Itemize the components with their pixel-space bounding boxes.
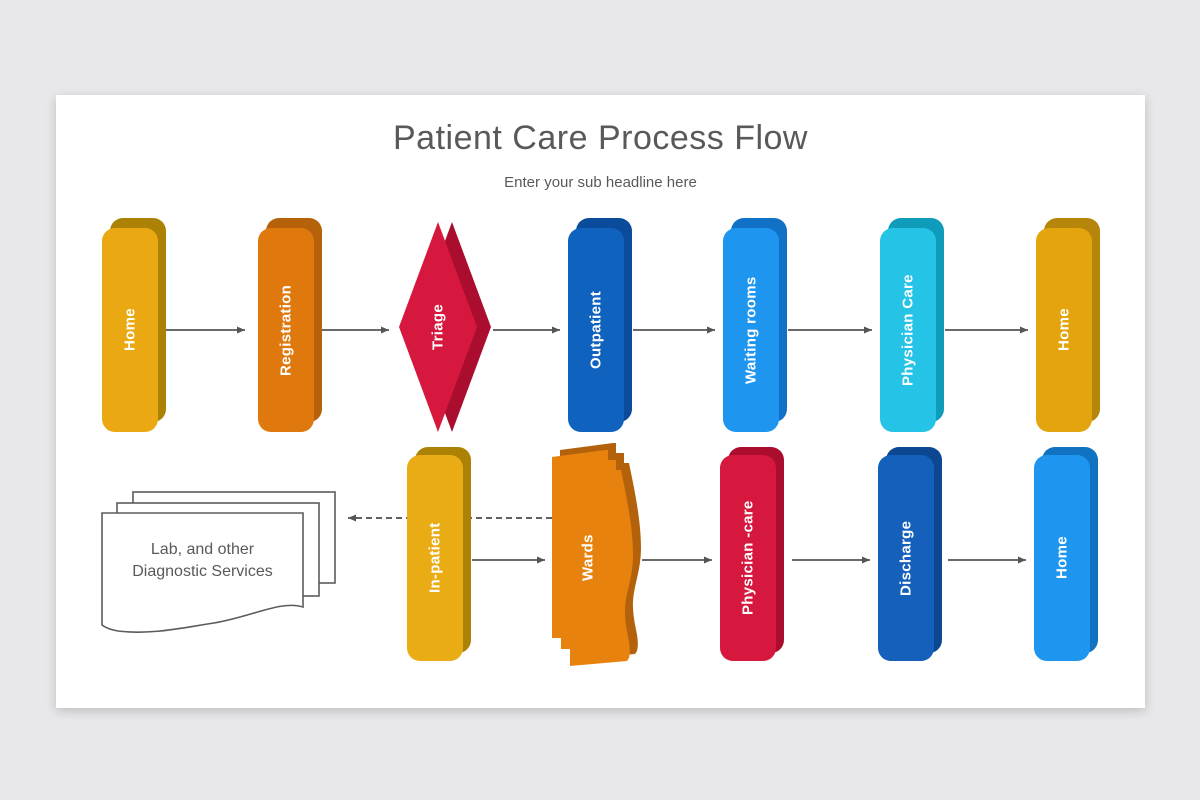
flow-arrows [165,326,1028,564]
wards-shape-front [552,450,633,666]
bar-front [1036,228,1092,432]
multidocument-shape [101,491,336,633]
triage-diamond-front [399,222,477,432]
node-label: Outpatient [587,291,605,369]
slide: Patient Care Process Flow Enter your sub… [56,95,1145,708]
node-home-start: Home [102,218,166,432]
wards-shape [552,443,641,666]
node-label: Wards [579,534,597,582]
bar-front [880,228,936,432]
node-physician-care-top: Physician Care [880,218,944,432]
diagram-layer [101,222,1028,666]
bar-front [723,228,779,432]
node-home-top-end: Home [1036,218,1100,432]
node-label: Home [1055,308,1073,352]
node-label: Triage [429,304,447,350]
page-subtitle: Enter your sub headline here [504,174,697,191]
page-title: Patient Care Process Flow [393,119,808,157]
bar-front [102,228,158,432]
bar-front [568,228,624,432]
document-text-line2: Diagnostic Services [132,563,273,580]
node-triage: Triage [399,222,477,432]
node-registration: Registration [258,218,322,432]
node-label: Waiting rooms [742,276,760,384]
node-outpatient: Outpatient [568,218,632,432]
bar-front [258,228,314,432]
bar-front [878,455,934,661]
node-physician-care-bottom: Physician -care [720,447,784,661]
node-label: Home [1053,536,1071,580]
bar-front [720,455,776,661]
node-discharge: Discharge [878,447,942,661]
node-label: In-patient [426,522,444,594]
node-label: Discharge [897,520,915,596]
node-label: Physician Care [899,274,917,386]
lab-diagnostic-document: Lab, and other Diagnostic Services [102,513,303,609]
triage-diamond [399,222,491,432]
node-in-patient: In-patient [407,447,471,661]
document-text-line1: Lab, and other [150,541,255,559]
bar-front [1034,455,1090,661]
document-page-front [101,512,304,633]
node-label: Registration [277,284,295,376]
node-label: Physician -care [739,500,757,616]
bar-front [407,455,463,661]
node-wards: Wards [552,455,624,661]
node-label: Home [121,308,139,352]
node-home-bottom-end: Home [1034,447,1098,661]
node-waiting-rooms: Waiting rooms [723,218,787,432]
